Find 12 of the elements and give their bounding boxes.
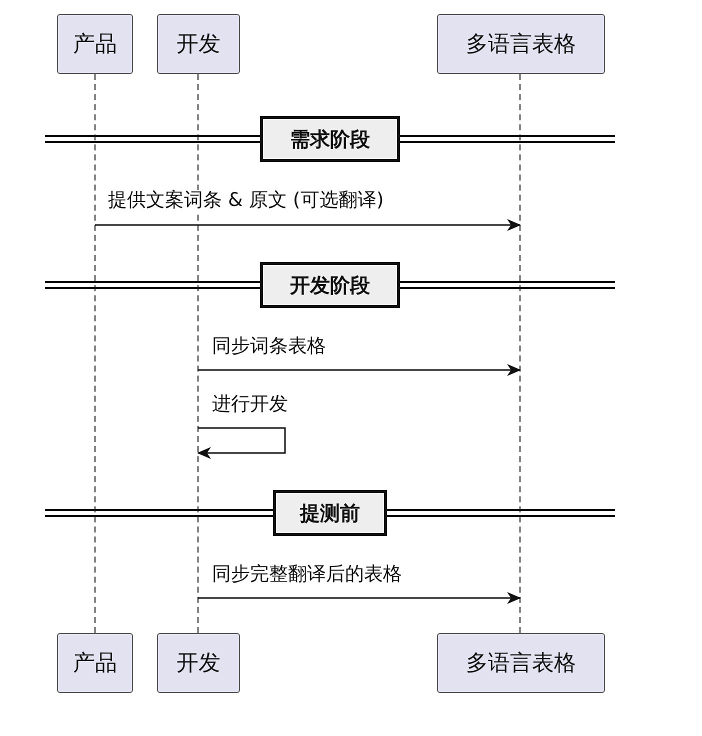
participant-box: 多语言表格 xyxy=(437,14,605,74)
participant-box: 多语言表格 xyxy=(437,633,605,693)
message-arrow xyxy=(198,592,521,604)
self-message-arrow xyxy=(197,427,286,459)
lifeline xyxy=(519,74,521,633)
participant-box: 开发 xyxy=(157,633,240,693)
message-arrow xyxy=(95,219,521,231)
participant-box: 开发 xyxy=(157,14,240,74)
lifeline xyxy=(94,74,96,633)
message-arrow xyxy=(198,364,521,376)
participant-box: 产品 xyxy=(57,14,133,74)
participant-box: 产品 xyxy=(57,633,133,693)
